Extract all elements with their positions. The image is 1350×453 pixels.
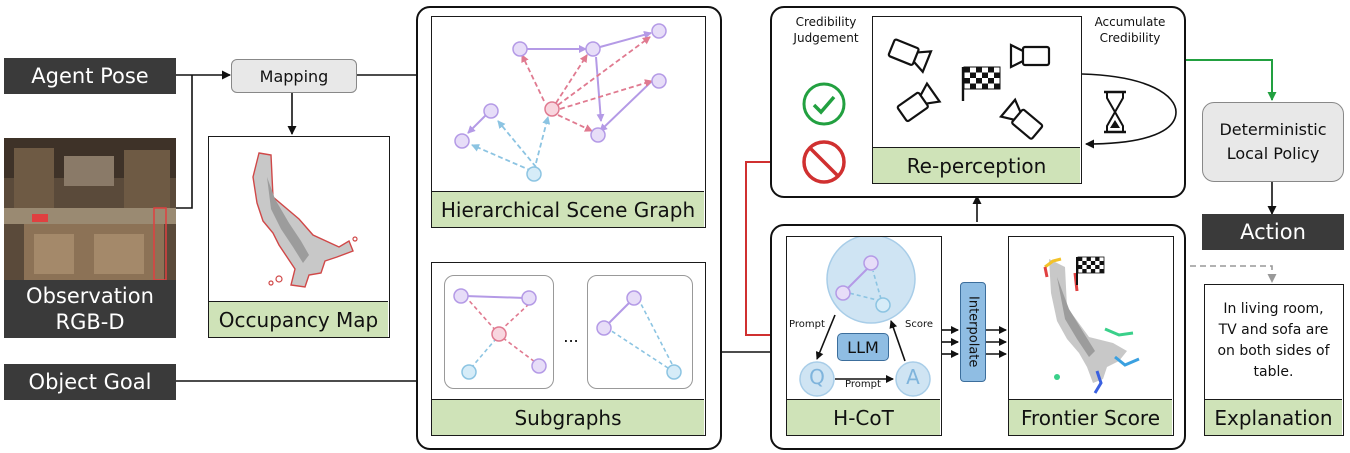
observation-label: Observation RGB-D bbox=[4, 280, 176, 338]
deterministic-local-policy-node: Deterministic Local Policy bbox=[1202, 102, 1344, 182]
policy-line1: Deterministic bbox=[1219, 120, 1327, 139]
credibility-judgement-label: Credibility Judgement bbox=[778, 14, 874, 46]
policy-line2: Local Policy bbox=[1226, 144, 1320, 163]
occupancy-map-panel: Occupancy Map bbox=[208, 136, 390, 338]
camera-views-drawing bbox=[887, 38, 1051, 140]
explanation-panel: In living room, TV and sofa are on both … bbox=[1204, 284, 1344, 436]
scene-graph-drawing bbox=[454, 23, 667, 182]
accumulate-credibility-label: Accumulate Credibility bbox=[1080, 14, 1180, 46]
accumulate-credibility-line1: Accumulate bbox=[1094, 15, 1166, 29]
frontier-score-panel: Frontier Score bbox=[1008, 236, 1174, 436]
kitchen-photo bbox=[4, 138, 176, 280]
hcot-drawing bbox=[799, 237, 931, 397]
frontier-flag-icon bbox=[1076, 256, 1105, 285]
hcot-prompt-left: Prompt bbox=[789, 319, 825, 330]
subgraph-card-2 bbox=[587, 275, 693, 389]
object-goal-label: Object Goal bbox=[4, 364, 176, 400]
explanation-line-1: In living room, bbox=[1223, 301, 1324, 317]
hcot-score: Score bbox=[905, 319, 934, 330]
camera-icon-2 bbox=[1009, 43, 1051, 69]
credibility-judgement-line2: Judgement bbox=[793, 31, 859, 45]
subgraphs-label: Subgraphs bbox=[432, 399, 704, 435]
check-icon bbox=[802, 82, 846, 126]
explanation-line-2: TV and sofa are bbox=[1218, 322, 1329, 338]
mapping-node: Mapping bbox=[231, 59, 357, 93]
hierarchical-scene-graph-panel: Hierarchical Scene Graph bbox=[431, 16, 706, 228]
observation-label-line2: RGB-D bbox=[55, 310, 125, 334]
camera-icon-3 bbox=[896, 81, 942, 123]
hourglass-icon bbox=[1104, 90, 1126, 134]
occupancy-map-label: Occupancy Map bbox=[209, 301, 388, 337]
interpolate-box: Interpolate bbox=[960, 282, 986, 382]
credibility-judgement-line1: Credibility bbox=[795, 15, 857, 29]
frontier-map-drawing bbox=[1043, 256, 1140, 394]
camera-icon-1 bbox=[887, 38, 933, 74]
observation-image bbox=[4, 138, 176, 280]
hcot-label: H-CoT bbox=[787, 399, 940, 435]
interpolate-arrows bbox=[942, 326, 1007, 358]
action-label: Action bbox=[1202, 214, 1344, 250]
accumulate-credibility-line2: Credibility bbox=[1099, 31, 1161, 45]
explanation-label: Explanation bbox=[1205, 399, 1342, 435]
hcot-a-letter: A bbox=[906, 365, 920, 389]
explanation-line-4: table. bbox=[1253, 364, 1294, 380]
explanation-text: In living room, TV and sofa are on both … bbox=[1205, 299, 1342, 383]
accumulate-loop bbox=[1081, 73, 1177, 149]
occupancy-map-image bbox=[252, 152, 358, 288]
hcot-prompt-bottom: Prompt bbox=[845, 379, 881, 390]
subgraph-card-1 bbox=[444, 275, 554, 389]
camera-icon-4 bbox=[998, 97, 1044, 140]
subgraphs-panel: ... Subgraphs bbox=[431, 262, 706, 436]
no-entry-icon bbox=[802, 140, 846, 184]
arrow-observation-mapping bbox=[176, 75, 193, 209]
explanation-line-3: on both sides of bbox=[1217, 343, 1330, 359]
subgraph-1-drawing bbox=[453, 288, 547, 380]
subgraph-2-drawing bbox=[596, 290, 682, 380]
frontier-score-label: Frontier Score bbox=[1009, 399, 1172, 435]
reperception-panel: Re-perception bbox=[872, 16, 1082, 184]
hcot-q-letter: Q bbox=[809, 365, 825, 389]
llm-box: LLM bbox=[837, 333, 889, 361]
reperception-label: Re-perception bbox=[873, 147, 1080, 183]
observation-label-line1: Observation bbox=[26, 284, 154, 308]
hierarchical-scene-graph-label: Hierarchical Scene Graph bbox=[432, 191, 704, 227]
subgraphs-ellipsis: ... bbox=[563, 327, 579, 346]
hcot-panel: Q A Prompt Score Prompt LLM H-CoT bbox=[786, 236, 942, 436]
checkered-flag-icon bbox=[961, 66, 1001, 101]
interpolate-label: Interpolate bbox=[965, 296, 981, 368]
agent-pose-label: Agent Pose bbox=[4, 58, 176, 94]
